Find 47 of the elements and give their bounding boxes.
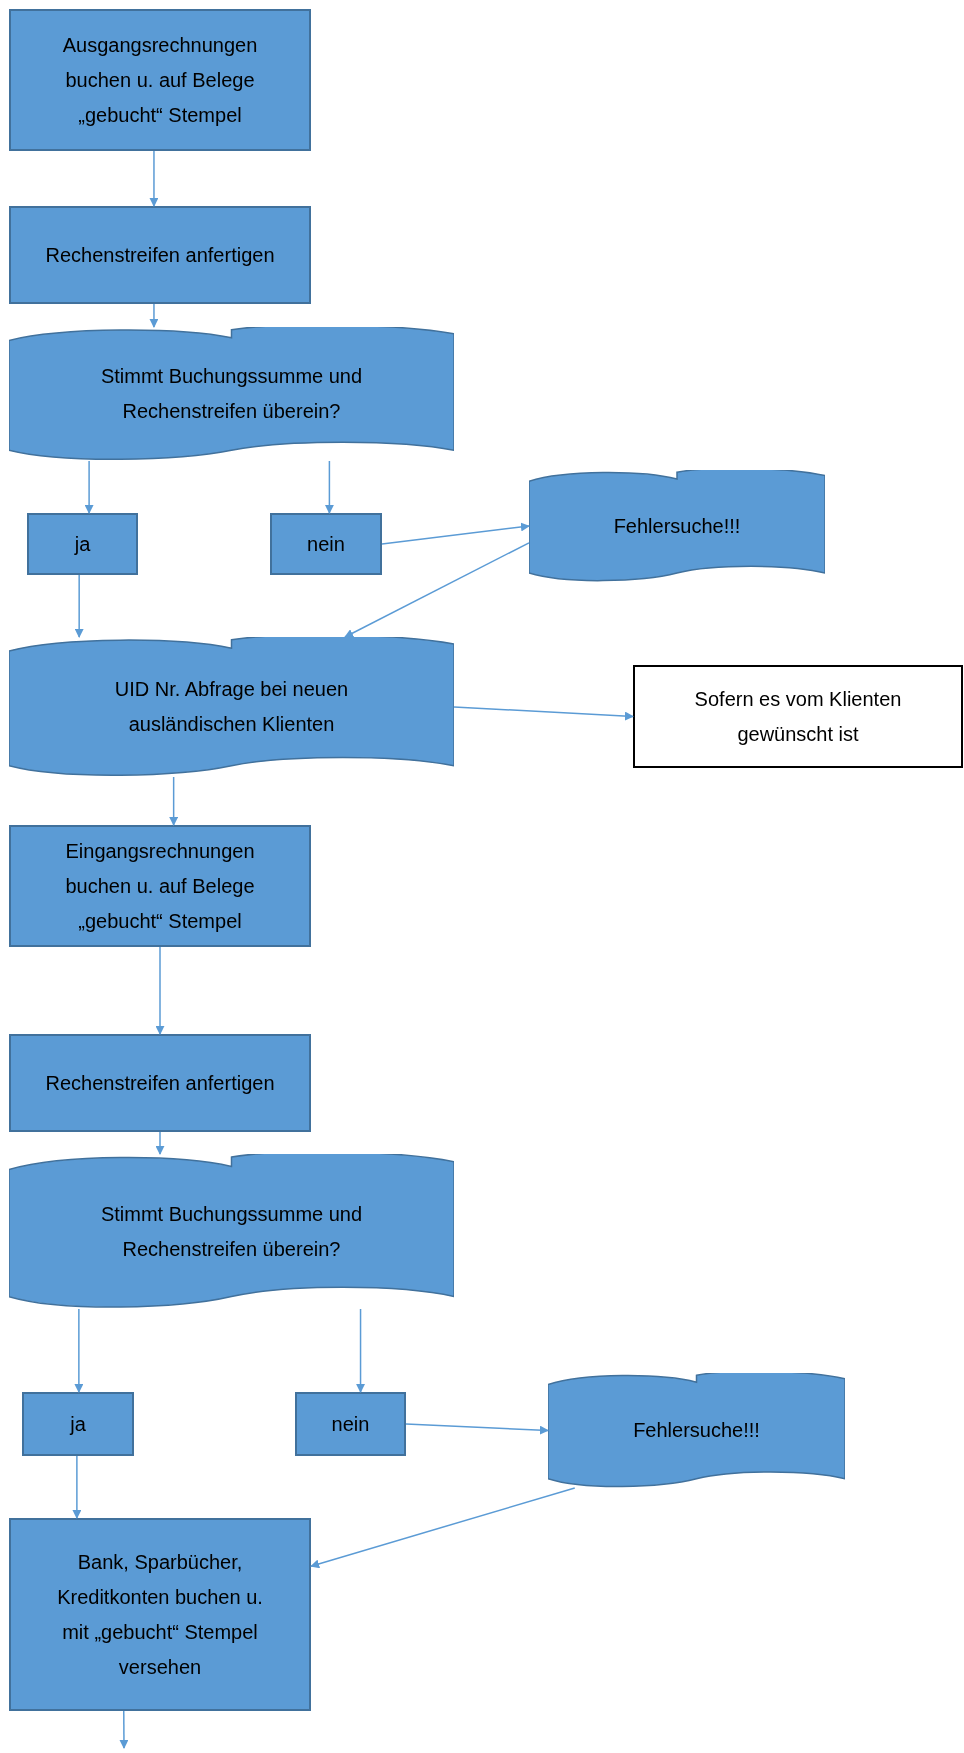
arrow	[84, 460, 94, 514]
arrow	[344, 542, 530, 638]
arrow	[74, 1308, 84, 1393]
process-box	[9, 1034, 311, 1132]
node-text: Ausgangsrechnungen buchen u. auf Belege „gebucht“ Stempel	[61, 32, 259, 128]
tape-shape	[9, 1154, 454, 1309]
node-text: Rechenstreifen anfertigen	[45, 1070, 275, 1096]
arrow	[155, 946, 165, 1035]
process-box	[9, 825, 311, 947]
node-text: ja	[74, 531, 91, 557]
node-text: nein	[331, 1411, 370, 1437]
tape-shape	[548, 1373, 845, 1488]
note-box	[633, 665, 963, 768]
arrow	[155, 1131, 165, 1155]
node-text: UID Nr. Abfrage bei neuen ausländischen Klienten	[113, 677, 350, 737]
process-box	[27, 513, 138, 575]
arrow	[149, 150, 159, 207]
process-box	[9, 1518, 311, 1711]
node-text: Stimmt Buchungssumme und Rechenstreifen überein?	[99, 364, 364, 424]
process-box	[9, 206, 311, 304]
process-box	[295, 1392, 406, 1456]
process-box	[22, 1392, 134, 1456]
arrow	[324, 460, 334, 514]
arrow	[74, 574, 84, 638]
arrow	[72, 1455, 82, 1519]
node-text: ja	[70, 1411, 86, 1437]
tape-shape	[9, 637, 454, 777]
arrow	[149, 303, 159, 328]
node-text: Rechenstreifen anfertigen	[45, 242, 275, 268]
node-text: Fehlersuche!!!	[633, 1418, 760, 1443]
arrow	[405, 1423, 549, 1435]
arrow	[381, 522, 530, 545]
tape-shape	[529, 470, 825, 582]
node-text: nein	[307, 531, 345, 557]
node-text: Stimmt Buchungssumme und Rechenstreifen überein?	[99, 1201, 364, 1262]
tape-shape	[9, 327, 454, 461]
arrow	[310, 1487, 576, 1569]
node-text: Bank, Sparbücher, Kreditkonten buchen u. mit „gebucht“ Stempel versehen	[56, 1549, 264, 1680]
arrow	[453, 706, 634, 721]
process-box	[270, 513, 382, 575]
arrow	[169, 776, 179, 826]
arrow	[356, 1308, 366, 1393]
node-text: Sofern es vom Klienten gewünscht ist	[693, 686, 903, 747]
node-text: Fehlersuche!!!	[613, 513, 741, 539]
arrow	[119, 1710, 129, 1749]
node-text: Eingangsrechnungen buchen u. auf Belege „gebucht“ Stempel	[64, 838, 256, 934]
process-box	[9, 9, 311, 151]
